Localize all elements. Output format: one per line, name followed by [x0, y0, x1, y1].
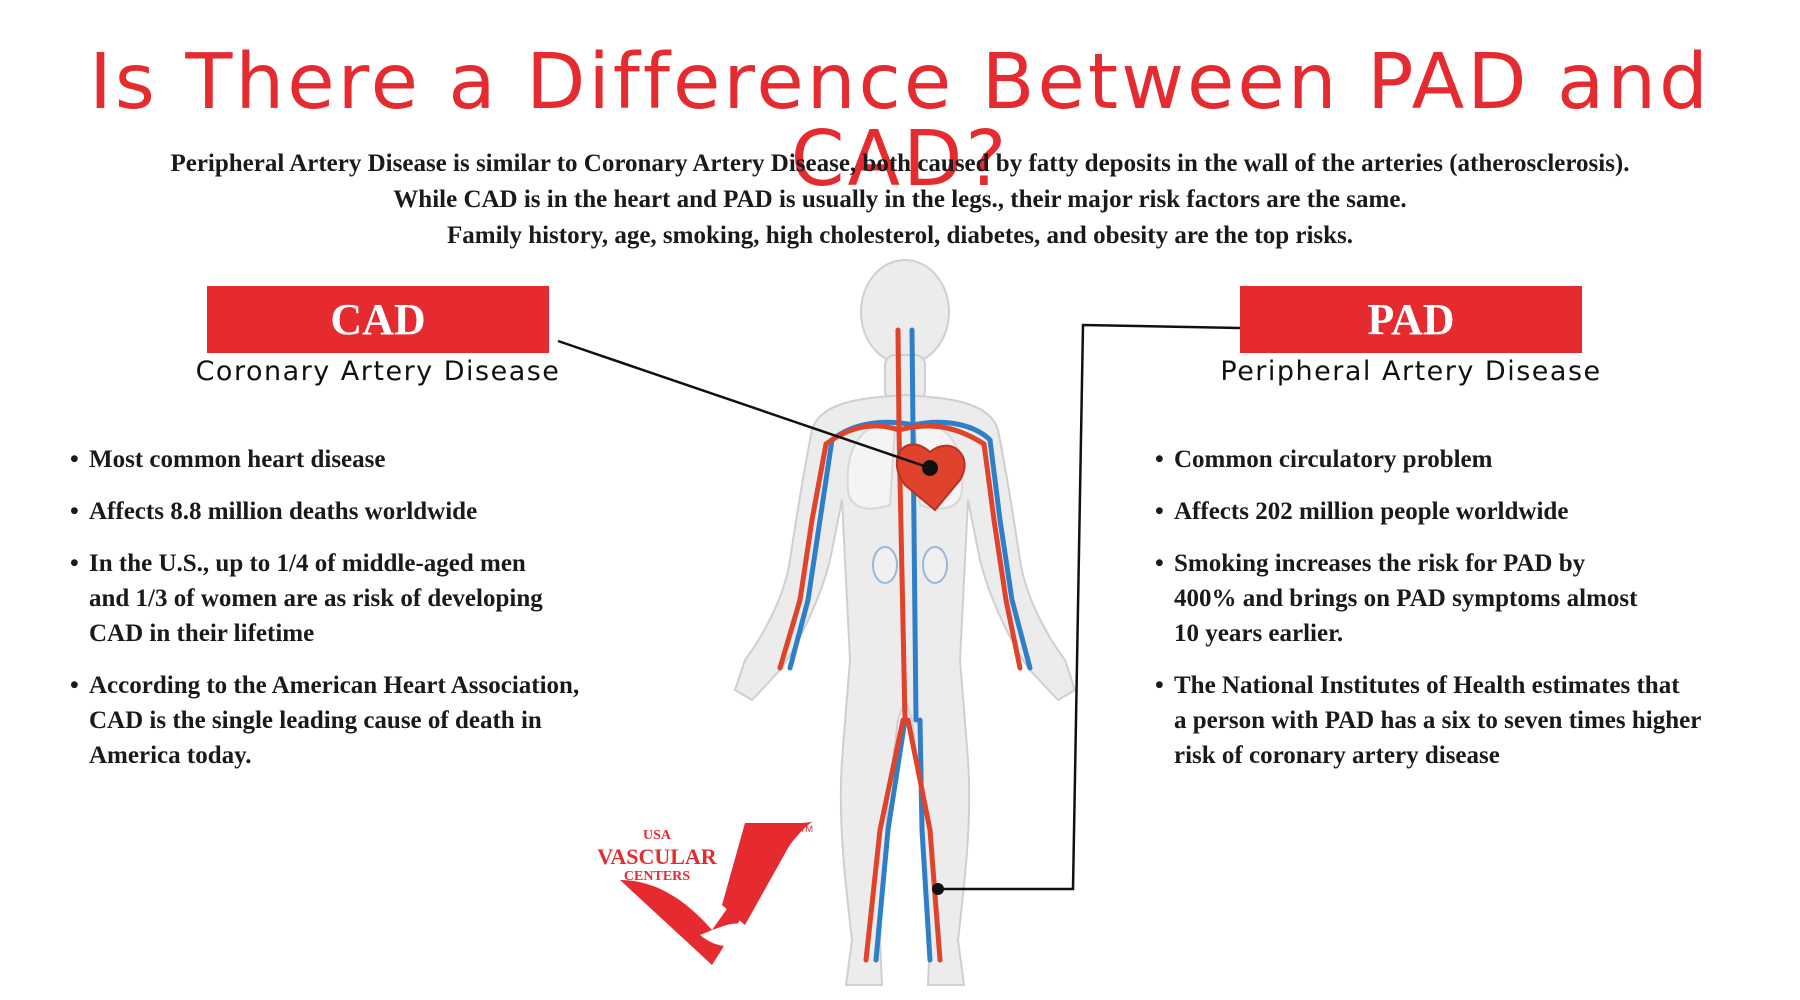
arteries [777, 327, 1023, 963]
pad-bullet: Affects 202 million people worldwide [1155, 494, 1701, 529]
intro-line: Family history, age, smoking, high chole… [446, 222, 1354, 249]
cad-connector [557, 339, 931, 470]
cad-bullet: Affects 8.8 million deaths worldwide [70, 494, 579, 529]
intro-line: While CAD is in the heart and PAD is usu… [393, 186, 1407, 213]
logo-text-vascular: VASCULAR [597, 844, 717, 869]
pad-subtitle: Peripheral Artery Disease [1220, 356, 1602, 387]
cad-bullet: In the U.S., up to 1/4 of middle-aged me… [70, 546, 579, 651]
pad-bullet: The National Institutes of Health estima… [1155, 668, 1701, 773]
pad-banner-label: PAD [1367, 295, 1455, 344]
cad-marker-dot [922, 460, 938, 476]
cad-bullet: According to the American Heart Associat… [70, 668, 579, 773]
page-title: Is There a Difference Between PAD and CA… [89, 38, 1711, 204]
cad-subtitle: Coronary Artery Disease [195, 356, 561, 387]
pad-banner: PAD [1240, 286, 1582, 353]
heart [895, 443, 966, 512]
pad-connector [938, 323, 1241, 891]
kidneys [872, 546, 948, 584]
pad-marker-dot [932, 883, 944, 895]
intro-paragraph: Peripheral Artery Disease is similar to … [0, 146, 1800, 254]
cad-banner: CAD [207, 286, 549, 353]
usa-vascular-centers-logo-shape [620, 822, 812, 965]
logo-text-centers: CENTERS [623, 869, 691, 884]
logo-text-usa: USA [642, 828, 671, 843]
pad-bullet: Smoking increases the risk for PAD by 40… [1155, 546, 1701, 651]
cad-banner-label: CAD [330, 295, 426, 344]
intro-line: Peripheral Artery Disease is similar to … [170, 150, 1630, 177]
cad-bullet-list: Most common heart disease Affects 8.8 mi… [70, 442, 579, 790]
pad-bullet: Common circulatory problem [1155, 442, 1701, 477]
veins [787, 327, 1033, 963]
cad-bullet: Most common heart disease [70, 442, 579, 477]
pad-bullet-list: Common circulatory problem Affects 202 m… [1155, 442, 1701, 790]
logo-trademark: TM [800, 824, 813, 834]
